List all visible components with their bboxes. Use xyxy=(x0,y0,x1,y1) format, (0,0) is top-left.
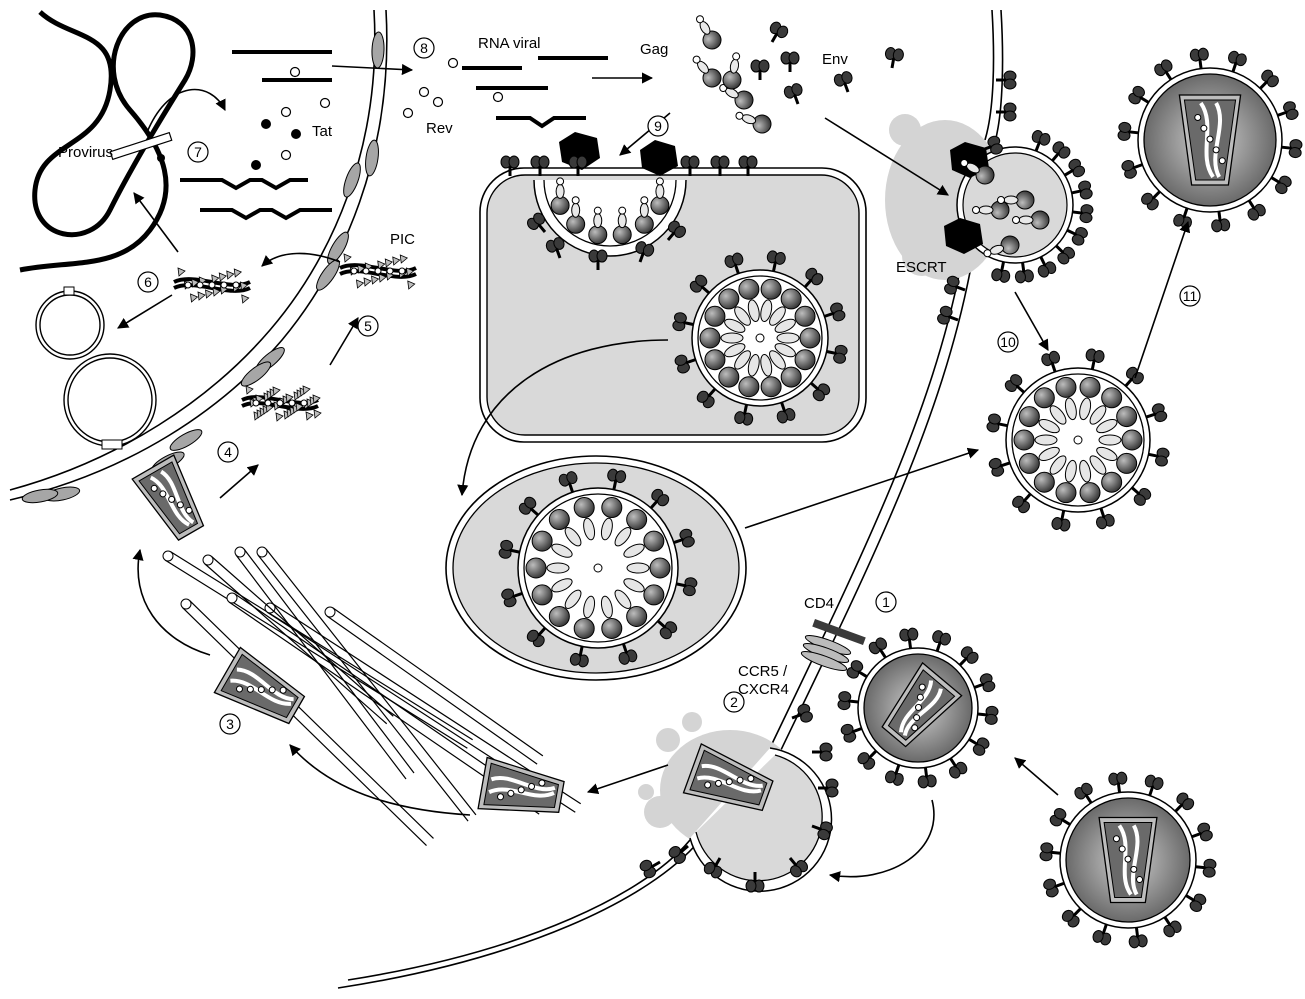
env-spike xyxy=(1083,348,1105,371)
env-spike xyxy=(789,703,814,727)
step-label: 1 xyxy=(882,594,890,610)
env-spike xyxy=(1147,445,1170,467)
env-spike xyxy=(1195,858,1217,878)
microtubule xyxy=(235,547,414,779)
step-label: 4 xyxy=(224,444,232,460)
env-spike xyxy=(667,839,694,866)
env-spike xyxy=(1190,48,1210,70)
step-label: 9 xyxy=(654,118,662,134)
step-number-11: 11 xyxy=(1180,286,1200,306)
label-env: Env xyxy=(822,51,848,68)
step-label: 10 xyxy=(1000,334,1016,350)
step-number-10: 10 xyxy=(998,332,1018,352)
label-escrt: ESCRT xyxy=(896,259,947,276)
env-spike xyxy=(977,705,999,725)
label-rev: Rev xyxy=(426,120,453,137)
gag-protein xyxy=(722,51,746,90)
env-spike xyxy=(899,628,919,650)
env-spike xyxy=(917,766,937,788)
step-label: 6 xyxy=(144,274,152,290)
gag-protein xyxy=(690,12,724,53)
tat-bound-dot xyxy=(157,154,165,162)
pre-integration-complexes xyxy=(174,254,416,421)
label-gag: Gag xyxy=(640,41,668,58)
immature-virion xyxy=(986,348,1170,532)
label-pic: PIC xyxy=(390,231,415,248)
step-label: 5 xyxy=(364,318,372,334)
capsid-core xyxy=(478,757,566,822)
nuclear-pore xyxy=(364,139,381,176)
env-protein xyxy=(783,82,807,107)
label-ccr5: CCR5 / xyxy=(738,663,788,680)
mature-virion xyxy=(1040,772,1217,949)
host-chromatin xyxy=(20,12,225,270)
nuclear-pore xyxy=(238,358,274,390)
env-spike xyxy=(1128,926,1148,948)
env-spike xyxy=(986,413,1009,435)
step-number-2: 2 xyxy=(724,692,744,712)
env-protein xyxy=(764,20,790,46)
env-spike xyxy=(1072,203,1094,223)
pic-complex xyxy=(242,386,321,421)
immature-virion xyxy=(498,468,698,668)
pic-complex xyxy=(340,254,416,289)
step-label: 8 xyxy=(420,40,428,56)
nuclear-pore xyxy=(340,161,364,199)
step-number-7: 7 xyxy=(188,142,208,162)
cytoplasmic-rna xyxy=(404,58,653,126)
gag-protein xyxy=(733,106,773,135)
capsid-core xyxy=(132,455,212,545)
label-rna-viral: RNA viral xyxy=(478,35,541,52)
label-cd4: CD4 xyxy=(804,595,834,612)
env-spike xyxy=(1108,772,1128,794)
env-spike xyxy=(991,260,1013,283)
label-cxcr4: CXCR4 xyxy=(738,681,789,698)
step-label: 3 xyxy=(226,716,234,732)
env-spike xyxy=(838,691,860,711)
mature-virion xyxy=(838,628,999,789)
env-spike xyxy=(812,743,832,761)
env-protein xyxy=(781,52,799,72)
env-protein xyxy=(883,47,904,70)
step-number-3: 3 xyxy=(220,714,240,734)
mature-virion xyxy=(1118,48,1303,233)
env-spike xyxy=(1281,138,1303,158)
env-spike xyxy=(1210,210,1230,232)
env-protein xyxy=(833,70,857,95)
microtubule xyxy=(181,599,433,846)
pic-complex xyxy=(174,268,250,303)
circular-dna xyxy=(36,287,156,449)
nuclear-pores xyxy=(21,32,384,505)
env-spike xyxy=(1040,842,1062,862)
env-spike xyxy=(1014,261,1034,283)
env-protein xyxy=(751,60,769,80)
step-number-9: 9 xyxy=(648,116,668,136)
immature-virion xyxy=(672,250,848,426)
step-number-5: 5 xyxy=(358,316,378,336)
step-number-4: 4 xyxy=(218,442,238,462)
nuclear-envelope xyxy=(10,10,387,505)
nuclear-pore xyxy=(371,32,384,68)
gag-protein xyxy=(687,51,724,91)
env-spike xyxy=(1051,509,1073,532)
env-spike xyxy=(1118,122,1140,142)
step-number-8: 8 xyxy=(414,38,434,58)
step-label: 2 xyxy=(730,694,738,710)
nuclear-pore xyxy=(21,487,59,505)
step-label: 7 xyxy=(194,144,202,160)
step-label: 11 xyxy=(1183,288,1198,304)
label-tat: Tat xyxy=(312,123,333,140)
nuclear-pore xyxy=(167,426,204,454)
step-number-6: 6 xyxy=(138,272,158,292)
label-provirus: Provirus xyxy=(58,144,113,161)
step-number-1: 1 xyxy=(876,592,896,612)
env-spike xyxy=(996,71,1016,89)
